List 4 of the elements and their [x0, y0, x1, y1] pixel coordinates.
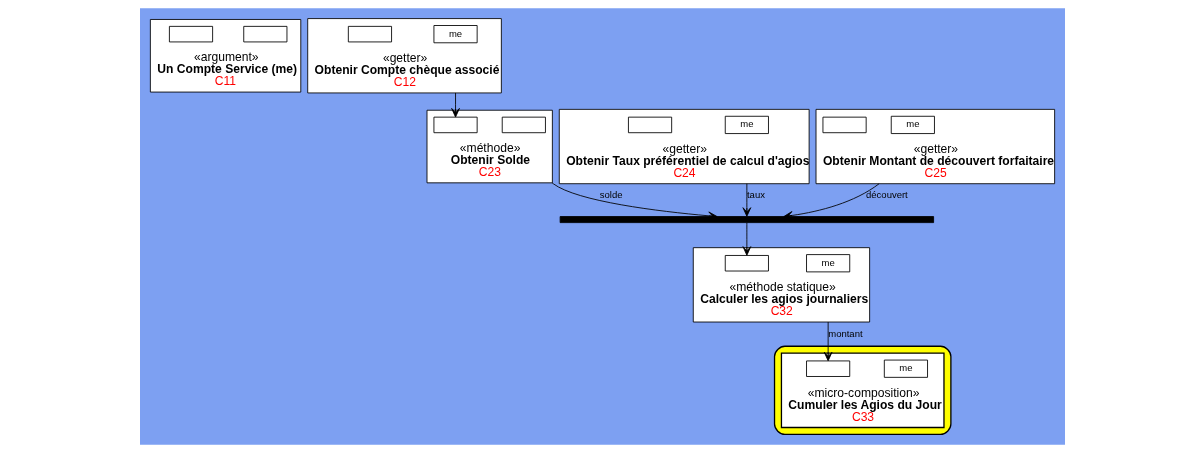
edge-label: découvert — [865, 189, 908, 201]
edge-label: solde — [599, 189, 622, 201]
edge-label: montant — [827, 327, 863, 339]
edge-label: taux — [746, 189, 765, 201]
